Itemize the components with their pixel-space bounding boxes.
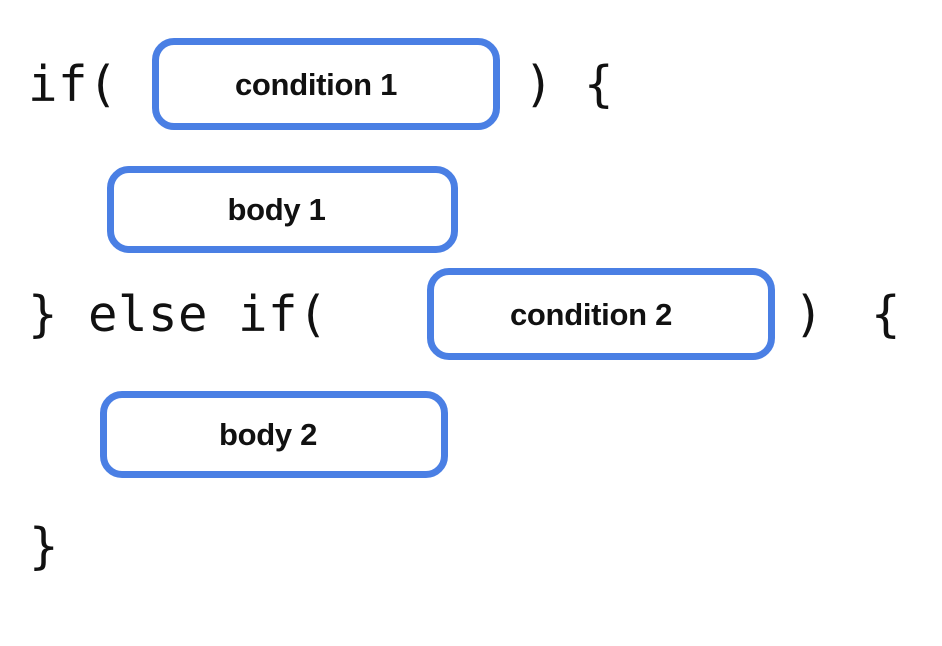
slot-condition-1-label: condition 1	[234, 66, 398, 102]
slot-body-1-label: body 1	[227, 192, 326, 227]
slot-body-1[interactable]: body 1	[107, 166, 458, 253]
slot-condition-2-label: condition 2	[509, 296, 673, 332]
slot-condition-2[interactable]: condition 2	[427, 268, 775, 360]
code-token-if-open: if(	[28, 56, 119, 113]
slot-body-2-label: body 2	[218, 417, 318, 452]
code-token-else-if-open: } else if(	[28, 286, 329, 343]
slot-body-2[interactable]: body 2	[100, 391, 448, 478]
code-token-paren-brace-2: ) {	[794, 286, 910, 343]
code-token-paren-brace-1: ) {	[524, 56, 615, 113]
code-token-close-brace: }	[29, 518, 60, 575]
slot-condition-1[interactable]: condition 1	[152, 38, 500, 130]
